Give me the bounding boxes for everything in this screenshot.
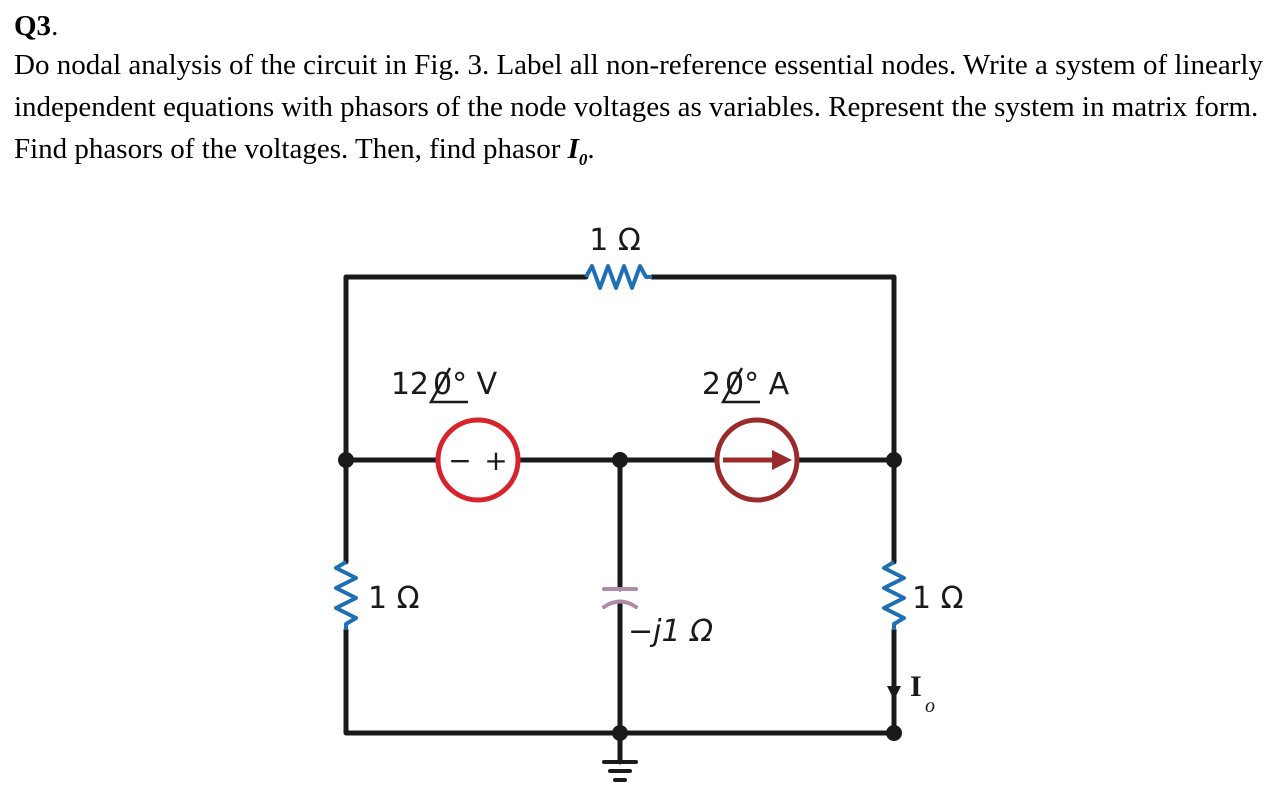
current-source-magnitude: 2 bbox=[702, 367, 721, 402]
io-current-label: I o bbox=[910, 670, 935, 717]
io-label-letter: I bbox=[910, 670, 922, 703]
io-label-subscript: o bbox=[925, 695, 935, 717]
node-left bbox=[338, 452, 354, 468]
right-resistor-label: 1 Ω bbox=[912, 581, 964, 616]
ground-symbol bbox=[602, 760, 638, 782]
node-bottom-right bbox=[886, 725, 902, 741]
capacitor-plate-bottom bbox=[602, 599, 638, 609]
question-number-suffix: . bbox=[51, 10, 59, 42]
question-text-end: . bbox=[587, 133, 595, 165]
left-resistor-label: 1 Ω bbox=[368, 581, 420, 616]
top-wire-right bbox=[649, 274, 897, 565]
voltage-source-angle: 0° V bbox=[433, 367, 498, 402]
voltage-source-magnitude: 12 bbox=[391, 367, 429, 402]
question-text-body: Do nodal analysis of the circuit in Fig.… bbox=[14, 49, 1263, 165]
current-source-arrow-head bbox=[772, 450, 792, 470]
current-source-label: 2 0° A bbox=[702, 367, 790, 404]
phasor-subscript: 0 bbox=[578, 149, 588, 169]
node-center bbox=[612, 452, 628, 468]
right-resistor bbox=[882, 560, 906, 630]
current-source bbox=[714, 417, 800, 503]
voltage-source-minus: − bbox=[448, 444, 471, 477]
capacitor bbox=[602, 587, 638, 609]
voltage-source: − + bbox=[435, 417, 521, 503]
phasor-symbol: I0 bbox=[567, 133, 588, 169]
voltage-source-circle bbox=[435, 417, 521, 503]
capacitor-label: −j1 Ω bbox=[628, 614, 713, 649]
nodes bbox=[338, 452, 902, 741]
question-text: Do nodal analysis of the circuit in Fig.… bbox=[14, 44, 1274, 181]
wires bbox=[343, 274, 897, 765]
io-arrow-icon bbox=[887, 686, 901, 700]
current-source-angle-icon bbox=[720, 367, 760, 404]
top-resistor bbox=[584, 264, 652, 290]
phasor-name: I bbox=[567, 133, 579, 165]
voltage-source-angle-icon bbox=[428, 367, 468, 404]
node-right bbox=[886, 452, 902, 468]
top-resistor-label: 1 Ω bbox=[589, 223, 641, 258]
question-number-label: Q3 bbox=[14, 10, 52, 42]
voltage-source-label: 12 0° V bbox=[391, 367, 498, 404]
question-block: Q3. Do nodal analysis of the circuit in … bbox=[14, 0, 1274, 181]
question-number: Q3. bbox=[14, 8, 1274, 44]
left-resistor bbox=[334, 560, 358, 630]
current-source-angle: 0° A bbox=[725, 367, 790, 402]
node-bottom-center bbox=[612, 725, 628, 741]
voltage-source-plus: + bbox=[484, 444, 507, 477]
